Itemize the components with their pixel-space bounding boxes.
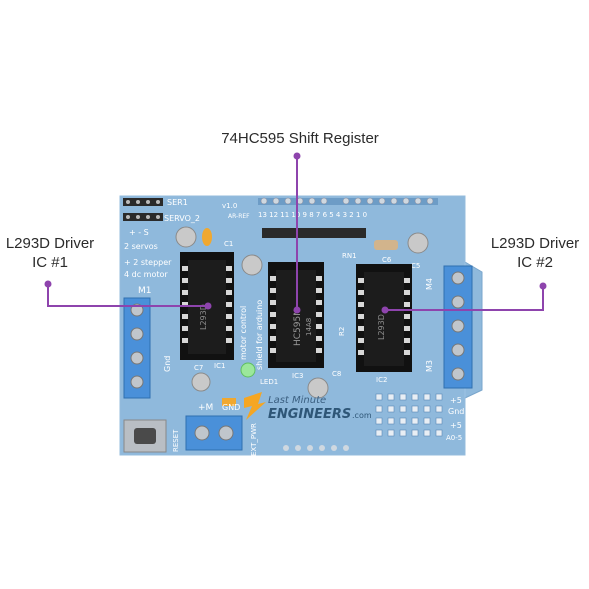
rn1-resistor-network [262,228,366,238]
watermark-main: ENGINEERS [268,407,351,422]
label-c7: C7 [194,364,203,372]
callout-driver-ic2-line1: L293D Driver [490,235,580,252]
label-dc: 4 dc motor [124,270,168,279]
label-m1: M1 [138,286,152,296]
watermark-suffix: .com [352,411,372,420]
label-servo2: SERVO_2 [164,214,200,223]
label-gnd3: GND [222,403,240,412]
label-plus-m: +M [198,403,213,413]
digital-header [258,197,438,205]
callout-shift-register-text: 74HC595 Shift Register [221,130,379,147]
label-c5: C5 [411,262,420,270]
ext-pwr-terminal [185,415,243,451]
label-ic2: IC2 [376,376,387,384]
label-plus-s: + - S [129,228,149,237]
analog-header [283,445,349,451]
chip-label-ic3: HC595N [293,309,303,346]
callout-driver-ic1-line2: IC #1 [32,254,68,271]
label-ser1: SER1 [167,198,188,207]
m1-terminal-block [123,297,151,399]
label-plus5b: +5 [450,421,462,430]
label-r2: R2 [338,327,346,336]
label-a0-5: A0-5 [446,434,462,442]
label-rn1: RN1 [342,252,357,260]
callout-driver-ic2-line2: IC #2 [517,254,553,271]
watermark-top: Last Minute [268,395,326,406]
label-m3: M3 [425,360,434,372]
label-gnd2: Gnd [448,407,464,416]
ic2-l293d-chip [356,264,412,372]
ic3-74hc595-chip [268,262,324,368]
callout-driver-ic1-line1: L293D Driver [5,235,95,252]
capacitors [175,226,429,399]
callout-driver-ic1: L293D Driver IC #1 [0,234,100,272]
label-m4: M4 [425,278,434,290]
label-version: v1.0 [222,202,237,210]
reset-button [123,419,167,453]
servo-headers [123,198,163,221]
label-shield-for-arduino: shield for arduino [255,300,264,370]
chip-label-ic1: L293D [199,304,208,330]
label-ic3: IC3 [292,372,303,380]
chip-label-ic2: L293D [377,314,386,340]
led1 [240,362,256,378]
label-gnd: Gnd [163,356,172,372]
ic1-l293d-chip [180,252,234,360]
label-motor-control: motor control [239,306,248,360]
leader-driver-ic1 [44,280,212,310]
label-servos: 2 servos [124,242,158,251]
leader-driver-ic2 [381,282,547,314]
chip-sublabel-ic3: 14A8 [305,318,313,336]
label-stepper: + 2 stepper [124,258,172,267]
label-ic1: IC1 [214,362,225,370]
label-c6: C6 [382,256,392,264]
callout-driver-ic2: L293D Driver IC #2 [480,234,589,272]
label-ext-pwr: EXT_PWR [250,423,258,456]
label-ar-ref: AR-REF [228,213,250,220]
smd-resistor [222,398,236,406]
prototype-pads [375,393,443,437]
label-reset: RESET [172,429,180,452]
watermark-logo: Last Minute ENGINEERS .com [244,392,372,422]
label-plus5: +5 [450,396,462,405]
label-pin-numbers: 13 12 11 10 9 8 7 6 5 4 3 2 1 0 [258,211,367,219]
label-led1: LED1 [260,378,278,386]
leader-shift-register [293,152,301,314]
m4-m3-terminal-block [443,265,473,389]
label-c8: C8 [332,370,341,378]
label-c1: C1 [224,240,233,248]
callout-shift-register: 74HC595 Shift Register [200,129,400,148]
